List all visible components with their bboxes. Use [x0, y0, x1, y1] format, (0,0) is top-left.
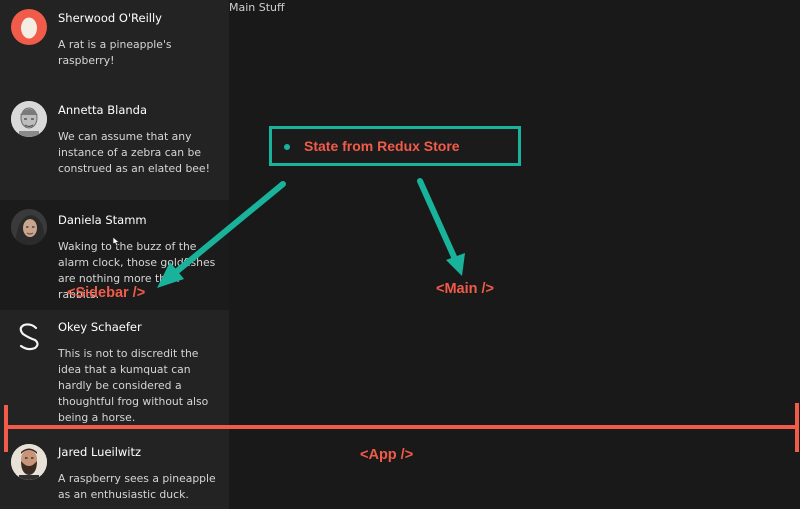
contact-message: This is not to discredit the idea that a… [58, 347, 209, 424]
contact-name: Daniela Stamm [58, 213, 147, 227]
contact-item-jared[interactable]: Jared Lueilwitz A raspberry sees a pinea… [0, 432, 229, 509]
contact-name: Jared Lueilwitz [58, 445, 142, 459]
mouse-cursor-icon [111, 233, 121, 247]
contact-name: Annetta Blanda [58, 103, 148, 117]
contact-name: Sherwood O'Reilly [58, 11, 162, 25]
sidebar-annotation-label: <Sidebar /> [67, 285, 146, 301]
egg-avatar [11, 9, 47, 45]
contact-item-okey[interactable]: Okey Schaefer This is not to discredit t… [0, 309, 229, 435]
contact-name: Okey Schaefer [58, 320, 142, 334]
sidebar: Sherwood O'Reilly A rat is a pineapple's… [0, 0, 229, 509]
bearded-man-avatar [11, 444, 47, 480]
main-arrow-icon [417, 178, 465, 276]
contact-message: A raspberry sees a pineapple as an enthu… [58, 472, 216, 501]
sketch-face-avatar [11, 101, 47, 137]
contact-message: A rat is a pineapple's raspberry! [58, 38, 172, 67]
state-annotation-box: State from Redux Store [269, 126, 521, 166]
portrait-avatar [11, 209, 47, 245]
bullet-icon [284, 144, 290, 150]
contact-item-sherwood[interactable]: Sherwood O'Reilly A rat is a pineapple's… [0, 0, 229, 96]
state-annotation-label: State from Redux Store [304, 138, 460, 154]
contact-item-annetta[interactable]: Annetta Blanda We can assume that any in… [0, 92, 229, 204]
main-title: Main Stuff [229, 1, 285, 14]
s-glyph-avatar [11, 318, 47, 354]
main-annotation-label: <Main /> [436, 281, 495, 297]
contact-message: We can assume that any instance of a zeb… [58, 130, 210, 175]
app-annotation-label: <App /> [360, 447, 414, 463]
